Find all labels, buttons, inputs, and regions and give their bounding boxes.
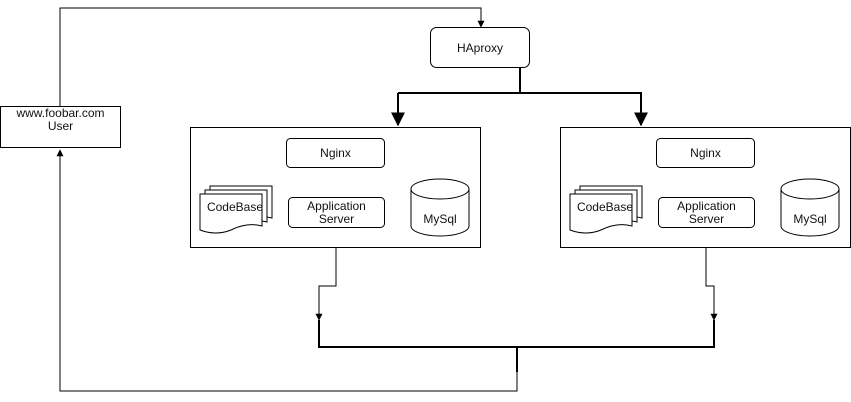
client-label: www.foobar.com User — [1, 106, 120, 134]
connector-server-1-down — [315, 247, 337, 321]
server-1-nginx-label: Nginx — [320, 146, 351, 160]
client-box — [0, 106, 121, 148]
server-2-nginx-label: Nginx — [690, 146, 721, 160]
server-1-app-line1: Application — [307, 198, 366, 213]
server-1-nginx-box — [286, 138, 385, 168]
server-1-app-server-label: Application Server — [289, 198, 384, 227]
server-2-app-server-box — [658, 197, 755, 228]
server-2-app-line1: Application — [677, 198, 736, 213]
server-2-codebase-icon — [569, 185, 643, 234]
server-2-mysql-label: MySql — [793, 212, 827, 226]
server-1-mysql-icon — [410, 178, 470, 237]
server-2-app-line2: Server — [688, 211, 725, 226]
client-user-text: User — [47, 119, 74, 133]
connector-merge-bar — [318, 320, 715, 348]
server-1-codebase-label: CodeBase — [206, 200, 264, 214]
connector-user-to-haproxy — [59, 7, 485, 106]
server-1-codebase-icon — [199, 185, 273, 234]
haproxy-label: HAproxy — [456, 40, 503, 55]
connector-haproxy-to-server-2 — [520, 92, 648, 127]
haproxy-box — [430, 27, 530, 68]
server-2-mysql-icon — [780, 178, 840, 237]
client-domain-text: www.foobar.com — [16, 106, 105, 120]
server-2-nginx-box — [656, 138, 755, 168]
server-1-app-server-box — [288, 197, 385, 228]
connector-server-2-down — [705, 247, 718, 321]
server-2-app-server-label: Application Server — [659, 198, 754, 227]
server-2-codebase-label: CodeBase — [576, 200, 634, 214]
server-1-mysql-label: MySql — [423, 212, 457, 226]
connector-haproxy-split — [398, 68, 521, 94]
connector-return-to-user — [56, 149, 518, 392]
server-1-app-line2: Server — [318, 211, 355, 226]
